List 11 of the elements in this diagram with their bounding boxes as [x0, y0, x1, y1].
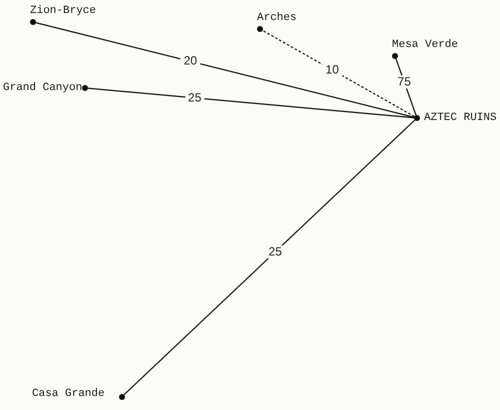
place-name: Casa Grande — [32, 388, 105, 400]
place-name: Zion-Bryce — [30, 5, 96, 17]
place-name: Grand Canyon — [3, 82, 82, 94]
distance-label: 20 — [180, 54, 200, 68]
distance-label: 25 — [266, 245, 285, 258]
route-line — [121, 117, 418, 398]
distance-label: 10 — [322, 63, 342, 76]
place-name: Arches — [257, 12, 297, 24]
place-name: Mesa Verde — [392, 39, 458, 51]
distance-label: 25 — [185, 91, 204, 104]
place-name: AZTEC RUINS — [424, 112, 497, 124]
